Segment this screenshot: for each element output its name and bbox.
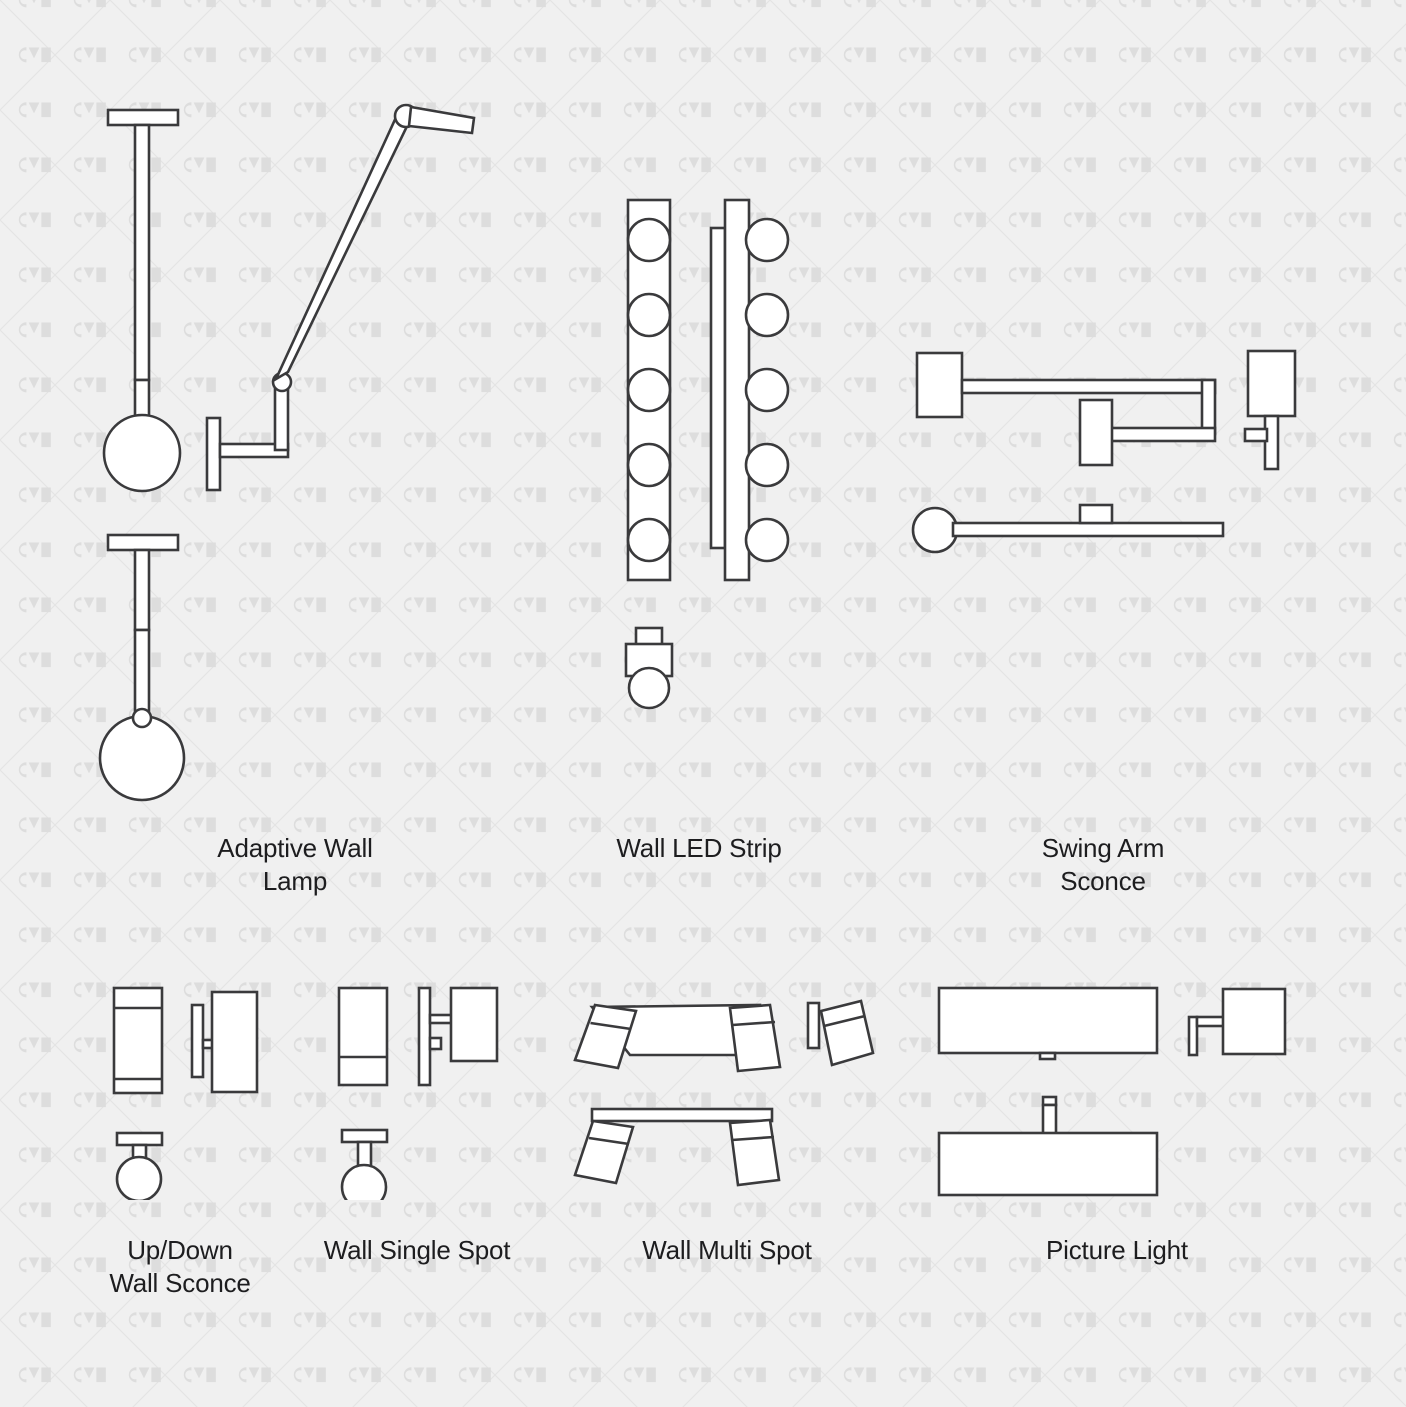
swing-arm-plan-articulated [915,351,1217,467]
caption-picture-light: Picture Light [1046,1235,1188,1265]
adaptive-lamp-plan-top [102,108,182,493]
up-down-elevation-front [112,986,164,1095]
led-strip-elevation-front [626,198,672,582]
led-strip-plan-detail [624,626,674,710]
symbol-up-down-wall-sconce [112,986,259,1200]
single-spot-elevation-front [337,986,389,1087]
symbol-wall-single-spot [337,986,499,1200]
swing-arm-elevation-side [1243,349,1297,471]
multi-spot-elevation-side [806,999,875,1067]
symbol-wall-multi-spot [573,999,875,1187]
picture-light-plan-view [937,1095,1159,1197]
single-spot-elevation-side [417,986,499,1087]
adaptive-lamp-elevation-side [205,103,476,492]
caption-wall-single-spot: Wall Single Spot [323,1235,511,1265]
caption-wall-led-strip: Wall LED Strip [616,833,782,863]
caption-adaptive-wall-lamp: Adaptive Wall Lamp [217,833,373,896]
symbol-adaptive-wall-lamp [98,103,476,802]
up-down-elevation-side [190,990,259,1094]
up-down-plan-view [115,1131,164,1200]
symbol-picture-light [937,986,1287,1197]
single-spot-plan-view [340,1128,389,1200]
symbol-swing-arm-sconce [911,349,1297,554]
led-strip-elevation-side [709,198,790,582]
symbol-wall-led-strip [624,198,790,710]
multi-spot-plan-splayed [573,1003,782,1073]
caption-wall-multi-spot: Wall Multi Spot [642,1235,812,1265]
multi-spot-plan-bar [573,1107,781,1187]
swing-arm-plan-extended [911,503,1225,554]
caption-swing-arm-sconce: Swing Arm Sconce [1041,833,1165,896]
caption-up-down-wall-sconce: Up/Down Wall Sconce [109,1235,251,1298]
adaptive-lamp-plan-bottom [98,533,186,802]
picture-light-elevation-front [937,986,1159,1061]
picture-light-elevation-side [1187,987,1287,1057]
